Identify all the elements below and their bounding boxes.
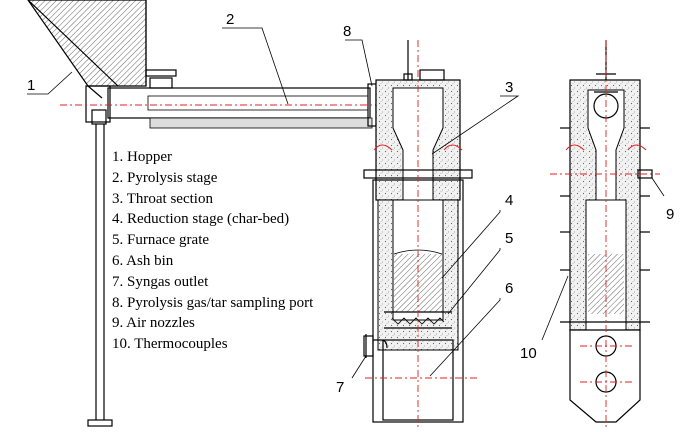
legend-item-pyrolysis-stage: 2. Pyrolysis stage	[112, 169, 218, 186]
component-legend: 1. Hopper 2. Pyrolysis stage 3. Throat s…	[112, 147, 313, 355]
callout-2: 2	[226, 11, 234, 28]
legend-item-hopper: 1. Hopper	[112, 149, 172, 165]
legend-item-air-nozzles: 9. Air nozzles	[112, 315, 195, 332]
callout-8: 8	[343, 23, 351, 40]
legend-item-reduction-stage: 4. Reduction stage (char-bed)	[112, 211, 290, 228]
support-leg	[85, 85, 113, 427]
hopper	[27, 0, 147, 99]
callout-4: 4	[505, 192, 513, 209]
legend-item-furnace-grate: 5. Furnace grate	[112, 232, 210, 249]
main-reactor	[363, 40, 480, 430]
callout-7: 7	[336, 379, 344, 396]
legend-item-syngas-outlet: 7. Syngas outlet	[112, 273, 209, 290]
legend-item-sampling-port: 8. Pyrolysis gas/tar sampling port	[112, 294, 314, 311]
legend-item-thermocouples: 10. Thermocouples	[112, 336, 228, 353]
side-view-reactor	[550, 40, 660, 430]
callout-1: 1	[27, 77, 35, 94]
callout-10: 10	[520, 345, 537, 362]
legend-item-ash-bin: 6. Ash bin	[112, 252, 174, 269]
callout-3: 3	[505, 79, 513, 96]
callout-5: 5	[505, 230, 513, 247]
callout-6: 6	[505, 280, 513, 297]
legend-item-throat-section: 3. Throat section	[112, 190, 213, 207]
pyrolysis-tube	[60, 69, 460, 129]
leader-lines	[27, 27, 665, 379]
callout-9: 9	[666, 206, 674, 223]
